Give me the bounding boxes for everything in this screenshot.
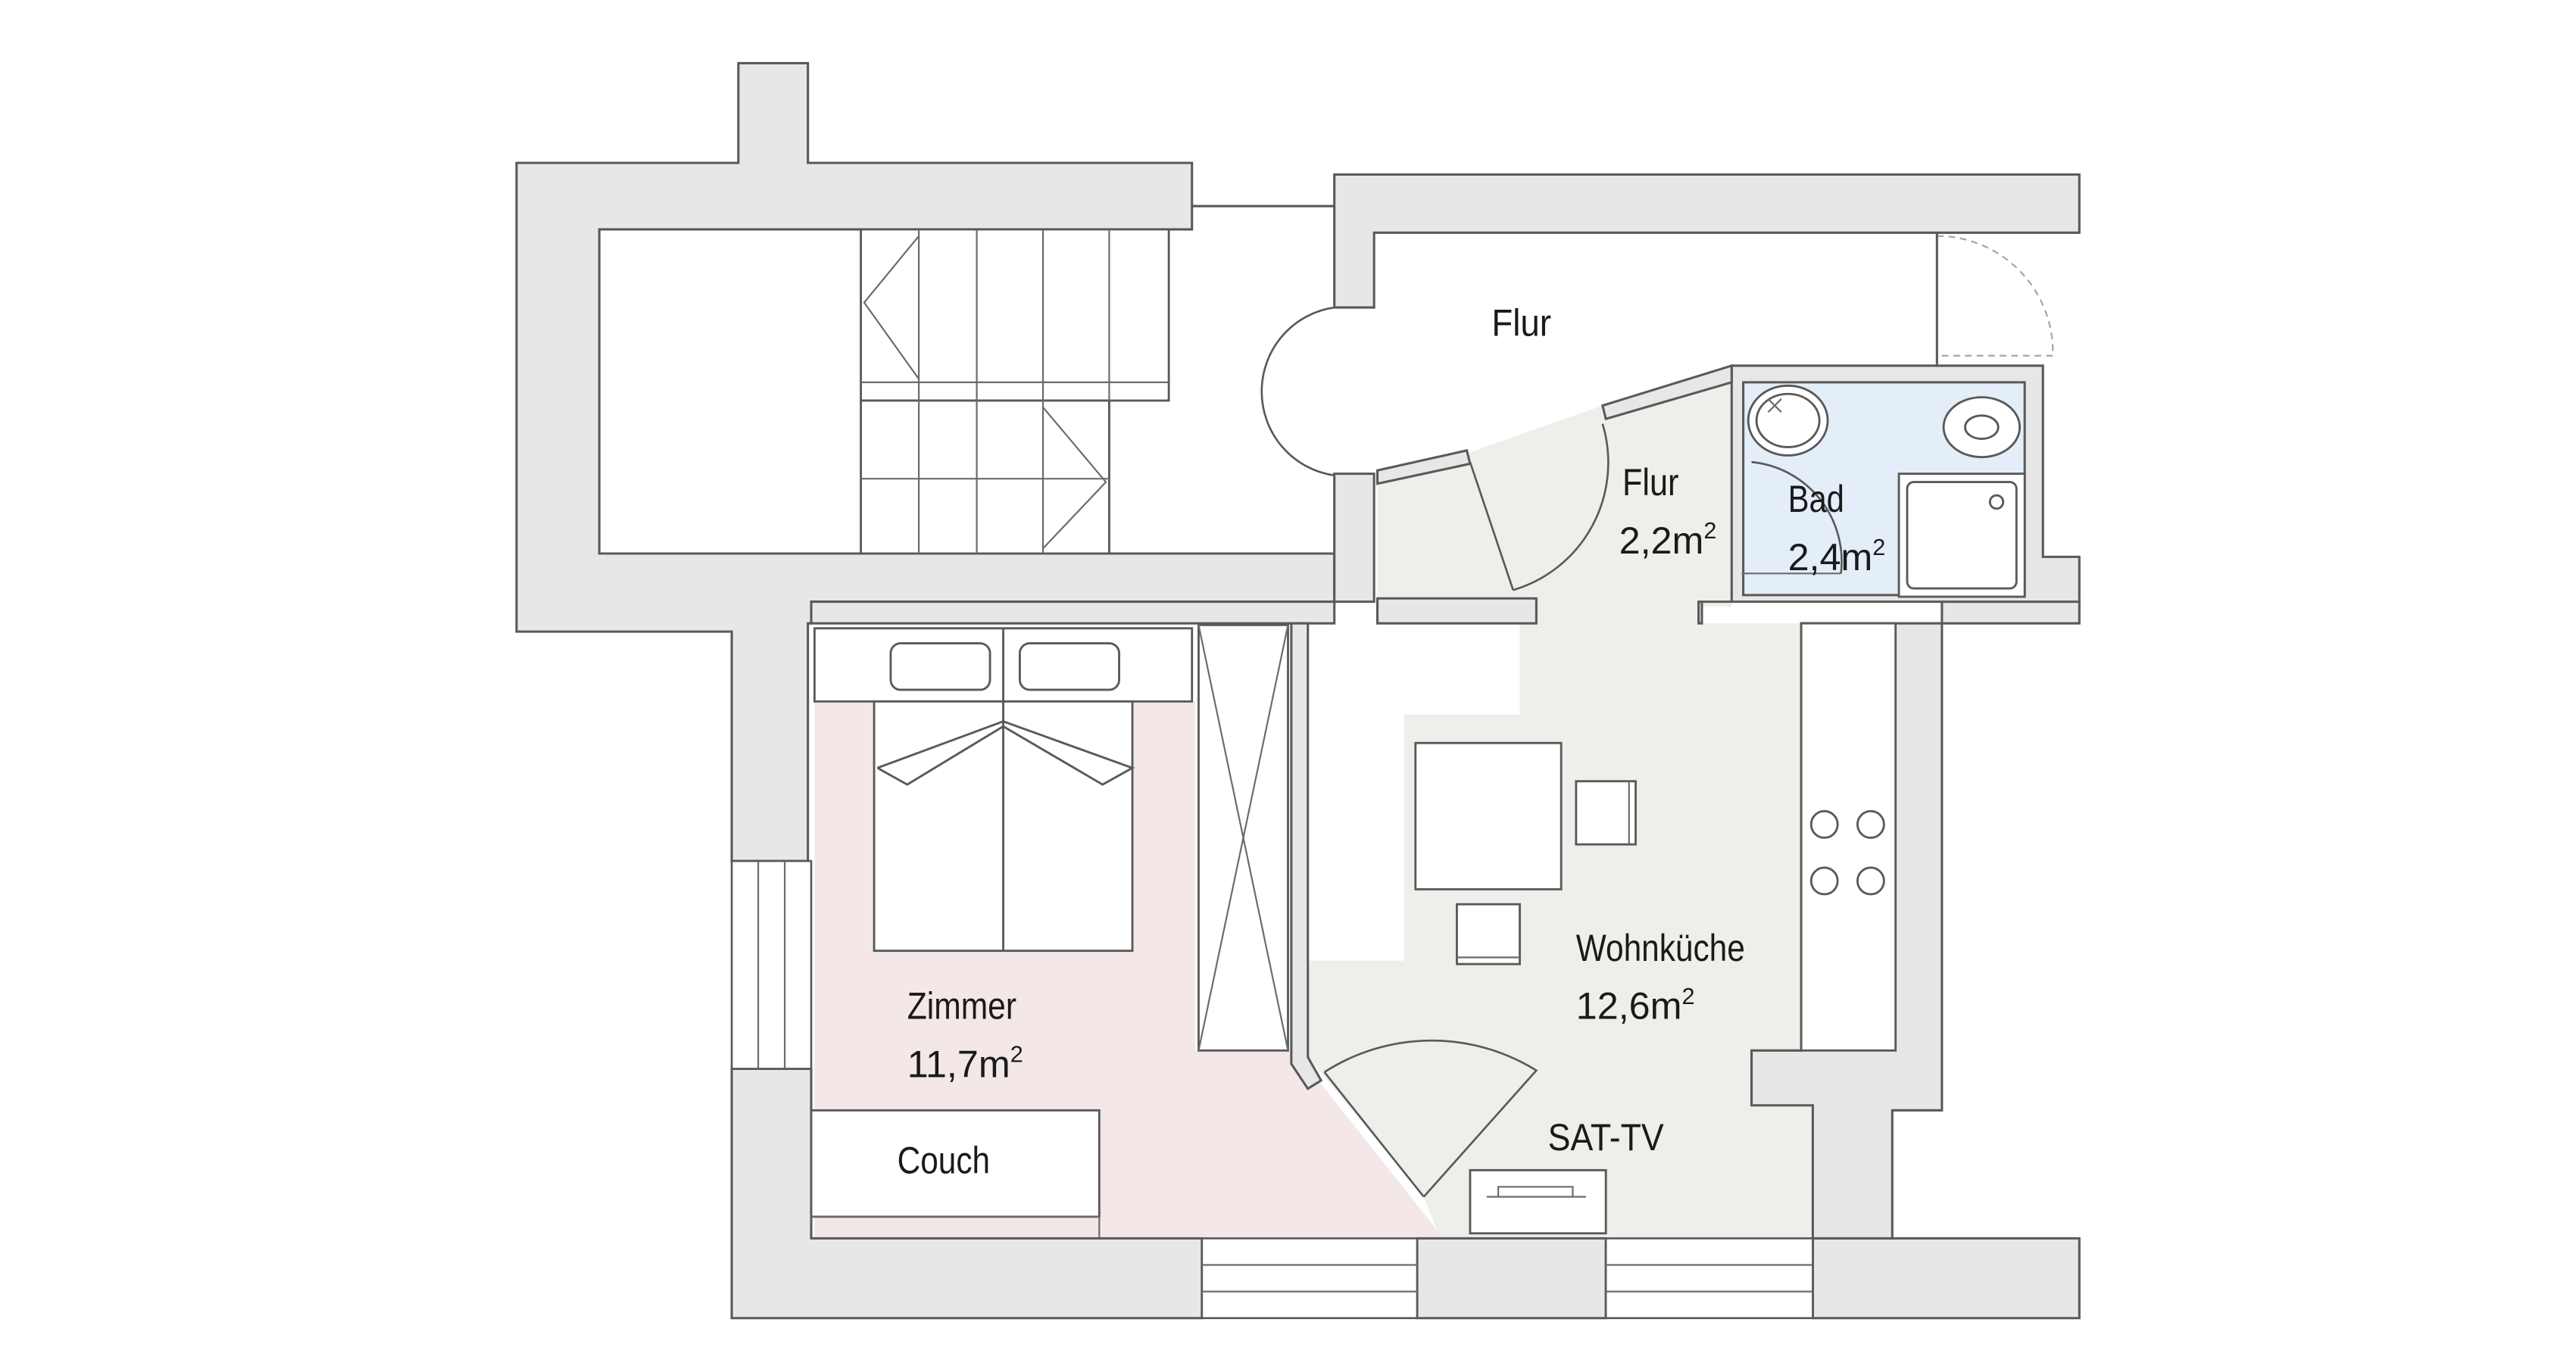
- wall-pier: [1333, 473, 1375, 604]
- door-flur: [1469, 423, 1610, 591]
- double-bed: [813, 627, 1194, 953]
- label-sat-tv: SAT-TV: [1548, 1115, 1664, 1159]
- couch: [810, 1109, 1101, 1218]
- wall-angled: [1600, 363, 1733, 421]
- label-bad: Bad: [1788, 477, 1844, 520]
- kitchen-counter: [1800, 622, 1897, 1052]
- door-wohnkueche: [1323, 1039, 1538, 1198]
- window-bottom-right: [1604, 1237, 1814, 1320]
- dining-table: [1414, 741, 1563, 890]
- wall-inner-zimmer-top: [810, 600, 1336, 625]
- label-flur: Flur: [1622, 460, 1678, 504]
- window-left: [730, 859, 813, 1070]
- wall-inner-mid: [1290, 622, 1323, 1090]
- wall-bottom-right: [1811, 1237, 2081, 1320]
- label-zimmer: Zimmer: [907, 984, 1016, 1028]
- chair-right: [1575, 780, 1637, 846]
- label-wohnkueche: Wohnküche: [1576, 926, 1745, 969]
- label-zimmer-area: 11,7m2: [907, 1042, 1023, 1086]
- wall-inner-flur: [1375, 597, 1538, 625]
- chair-bottom: [1456, 903, 1521, 965]
- window-bottom-left: [1201, 1237, 1419, 1320]
- wardrobe: [1197, 623, 1289, 1052]
- label-wohnkueche-area: 12,6m2: [1576, 984, 1695, 1028]
- wall-bottom-mid: [1416, 1237, 1607, 1320]
- label-couch: Couch: [898, 1139, 990, 1182]
- bath-sink: [1747, 384, 1829, 457]
- door-bad: [1751, 460, 1843, 574]
- wall-upper-right: [1333, 173, 2081, 309]
- bath-shower: [1897, 473, 2026, 598]
- door-corridor-arc: [1260, 306, 1335, 477]
- door-right-dashed: [1937, 235, 2054, 357]
- staircase: [860, 228, 1170, 555]
- label-flur-area: 2,2m2: [1619, 518, 1717, 562]
- label-bad-area: 2,4m2: [1788, 535, 1886, 579]
- stove: [1809, 809, 1885, 896]
- tv-unit: [1469, 1168, 1607, 1235]
- label-flur-top: Flur: [1491, 301, 1551, 344]
- bath-toilet: [1942, 396, 2022, 459]
